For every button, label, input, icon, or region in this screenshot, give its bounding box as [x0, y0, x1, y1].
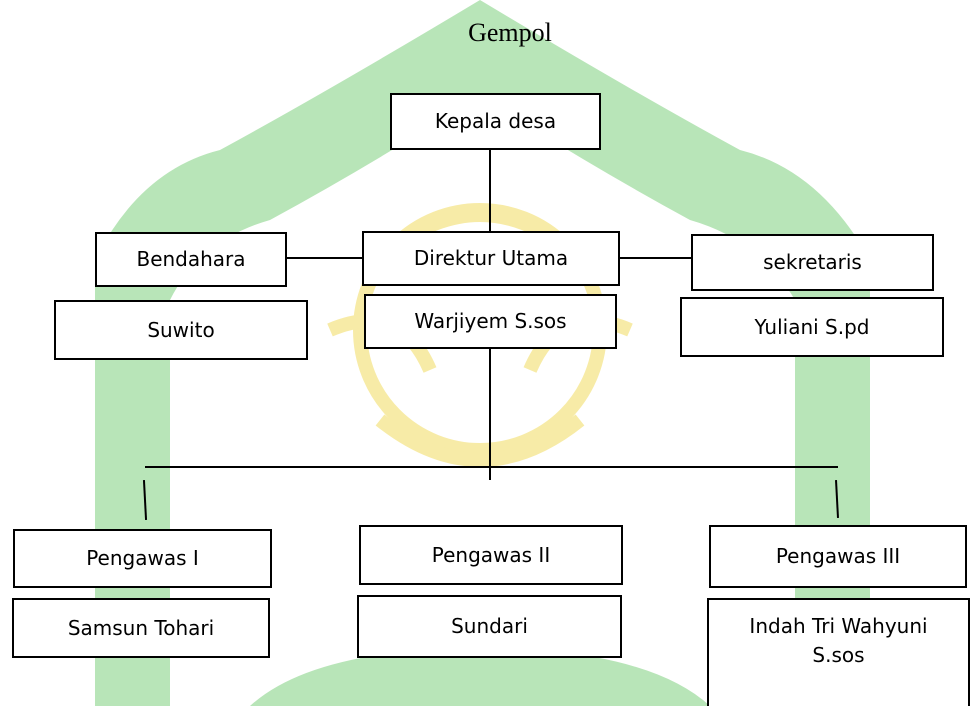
node-pengawas-3-label: Pengawas III	[775, 544, 901, 568]
node-pengawas-1: Pengawas I	[13, 529, 272, 588]
connector-direktur-sekretaris	[620, 257, 691, 259]
connector-direktur-branch	[489, 349, 491, 480]
node-pengawas-2: Pengawas II	[359, 525, 623, 585]
node-sekretaris-label: sekretaris	[763, 250, 862, 274]
node-bendahara-name-label: Suwito	[147, 317, 215, 342]
node-pengawas-2-label: Pengawas II	[431, 542, 551, 567]
node-bendahara-label: Bendahara	[136, 247, 246, 271]
node-direktur-name: Warjiyem S.sos	[364, 294, 617, 349]
node-direktur-utama-label: Direktur Utama	[413, 246, 569, 270]
connector-kepala-direktur	[489, 150, 491, 232]
node-pengawas-2-name: Sundari	[357, 595, 622, 658]
node-pengawas-1-name-label: Samsun Tohari	[67, 615, 215, 640]
node-pengawas-3-name-line1: Indah Tri Wahyuni	[749, 614, 928, 638]
node-kepala-desa-label: Kepala desa	[434, 109, 557, 133]
node-sekretaris-name-label: Yuliani S.pd	[754, 314, 870, 339]
watermark-book	[250, 620, 710, 706]
connector-bendahara-direktur	[287, 257, 362, 259]
node-pengawas-3: Pengawas III	[709, 525, 967, 588]
node-pengawas-2-name-label: Sundari	[451, 614, 528, 638]
node-pengawas-1-label: Pengawas I	[86, 546, 199, 570]
watermark-arch	[95, 0, 870, 706]
node-sekretaris-name: Yuliani S.pd	[680, 297, 944, 357]
connector-horizontal-bar	[145, 466, 838, 468]
chart-title: Gempol	[468, 18, 552, 47]
node-bendahara-name: Suwito	[54, 300, 308, 360]
node-pengawas-3-name: Indah Tri Wahyuni S.sos	[707, 598, 970, 706]
node-sekretaris: sekretaris	[691, 234, 934, 291]
node-pengawas-3-name-line2: S.sos	[812, 643, 865, 667]
node-pengawas-3-name-text: Indah Tri Wahyuni S.sos	[749, 612, 927, 670]
node-direktur-utama: Direktur Utama	[362, 231, 620, 286]
node-bendahara: Bendahara	[95, 232, 287, 287]
node-kepala-desa: Kepala desa	[390, 93, 601, 150]
node-direktur-name-label: Warjiyem S.sos	[414, 309, 567, 333]
node-pengawas-1-name: Samsun Tohari	[12, 598, 270, 658]
